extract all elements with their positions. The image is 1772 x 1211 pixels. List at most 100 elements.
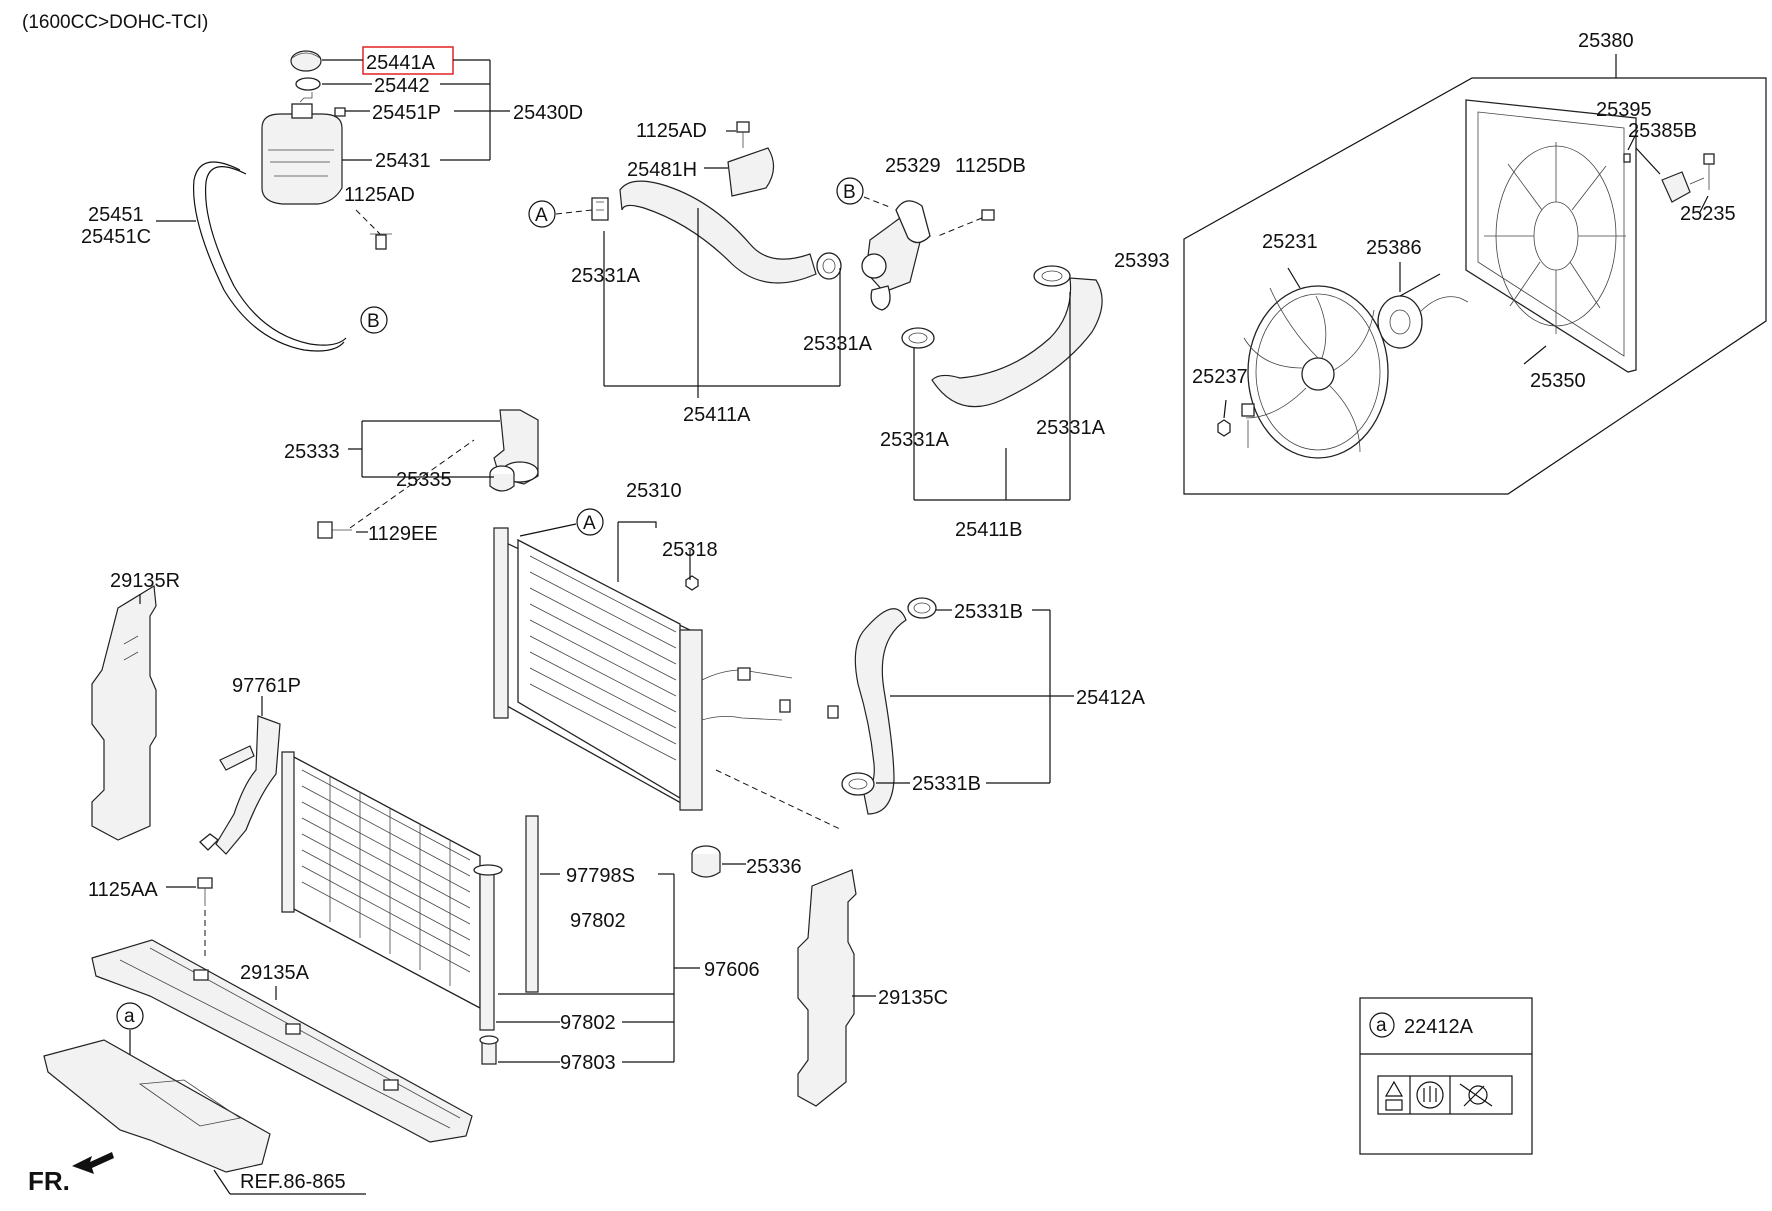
label-97802-lower[interactable]: 97802 <box>560 1012 616 1034</box>
label-25441A[interactable]: 25441A <box>366 52 436 74</box>
label-25336[interactable]: 25336 <box>746 856 802 878</box>
radiator-support-lower-icon <box>91 939 473 1143</box>
svg-text:B: B <box>843 182 856 203</box>
label-legend-box: a 22412A <box>1359 997 1533 1155</box>
label-25411B[interactable]: 25411B <box>955 519 1022 541</box>
condenser-bolt-icon <box>197 877 213 906</box>
warning-label-icon <box>1377 1075 1513 1115</box>
label-25335[interactable]: 25335 <box>396 469 452 491</box>
label-25310[interactable]: 25310 <box>626 480 682 502</box>
label-25442[interactable]: 25442 <box>374 75 430 97</box>
label-25386[interactable]: 25386 <box>1366 237 1422 259</box>
svg-text:a: a <box>1376 1015 1387 1036</box>
fan-shroud-icon <box>1465 99 1637 373</box>
radiator-insulator-icon <box>489 465 515 492</box>
label-25237[interactable]: 25237 <box>1192 366 1248 388</box>
thermostat-housing-icon <box>861 200 931 311</box>
cooling-fan-icon <box>1243 285 1389 459</box>
upper-radiator-hose-icon <box>619 180 817 284</box>
front-direction-arrow-icon <box>72 1152 114 1174</box>
label-97761P[interactable]: 97761P <box>232 675 301 697</box>
callout-B-thermostat: B <box>836 177 864 205</box>
label-25395[interactable]: 25395 <box>1596 99 1652 121</box>
hose-clamp-icon <box>907 597 937 619</box>
label-22412A[interactable]: 22412A <box>1404 1016 1474 1038</box>
callout-B-hose: B <box>360 306 388 334</box>
svg-text:A: A <box>583 513 596 534</box>
label-25451C[interactable]: 25451C <box>81 226 151 248</box>
shroud-bolt-icon <box>1623 153 1631 163</box>
air-guard-right-icon <box>91 584 157 841</box>
radiator-bracket-icon <box>493 409 539 485</box>
label-25385B[interactable]: 25385B <box>1628 120 1697 142</box>
receiver-drier-filter-icon <box>525 815 539 993</box>
upper-hose-fitting-icon <box>591 197 609 221</box>
hose-clamp-icon <box>901 327 935 349</box>
reference-86-865[interactable]: REF.86-865 <box>240 1171 346 1193</box>
engine-spec-header: (1600CC>DOHC-TCI) <box>22 12 208 33</box>
label-25333[interactable]: 25333 <box>284 441 340 463</box>
hose-bracket-icon <box>727 147 775 197</box>
fan-resistor-icon <box>1661 171 1705 203</box>
label-25331B-upper[interactable]: 25331B <box>954 601 1023 623</box>
radiator-icon <box>493 527 839 811</box>
label-25430D[interactable]: 25430D <box>513 102 583 124</box>
label-25331A-upper-right[interactable]: 25331A <box>803 333 873 355</box>
reservoir-bolt-icon <box>370 233 392 250</box>
front-indicator: FR. <box>28 1166 70 1196</box>
label-25350[interactable]: 25350 <box>1530 370 1586 392</box>
label-97606[interactable]: 97606 <box>704 959 760 981</box>
label-25235[interactable]: 25235 <box>1680 203 1736 225</box>
label-1125AD-reservoir[interactable]: 1125AD <box>344 184 415 206</box>
fan-clip-icon <box>1241 403 1255 448</box>
label-25231[interactable]: 25231 <box>1262 231 1318 253</box>
label-25393[interactable]: 25393 <box>1114 250 1170 272</box>
callout-a-guard: a <box>116 1002 144 1030</box>
radiator-lower-insulator-icon <box>691 845 721 878</box>
fan-assembly-frame <box>1183 77 1767 495</box>
label-29135C[interactable]: 29135C <box>878 987 948 1009</box>
label-1125AA[interactable]: 1125AA <box>88 879 158 901</box>
label-25431[interactable]: 25431 <box>375 150 431 172</box>
label-1125AD-hose[interactable]: 1125AD <box>636 120 707 142</box>
label-29135A[interactable]: 29135A <box>240 962 310 984</box>
label-25411A[interactable]: 25411A <box>683 404 751 426</box>
reservoir-tank-icon <box>261 92 343 205</box>
reservoir-cap-icon <box>290 50 322 72</box>
upper-bolt-icon <box>736 121 750 148</box>
label-25329[interactable]: 25329 <box>885 155 941 177</box>
label-25451P[interactable]: 25451P <box>372 102 441 124</box>
label-25331B-lower[interactable]: 25331B <box>912 773 981 795</box>
reservoir-clip-icon <box>334 107 346 117</box>
thermostat-bolt-icon <box>981 209 995 221</box>
hose-clamp-icon <box>816 252 842 280</box>
condenser-icon <box>281 751 503 1031</box>
label-97802-upper[interactable]: 97802 <box>570 910 626 932</box>
lower-radiator-hose-icon <box>931 277 1103 408</box>
radiator-cap-bolt-icon <box>685 575 699 591</box>
condenser-bracket-icon <box>199 715 281 855</box>
label-25451[interactable]: 25451 <box>88 204 144 226</box>
label-25318[interactable]: 25318 <box>662 539 718 561</box>
label-25481H[interactable]: 25481H <box>627 159 697 181</box>
label-97798S[interactable]: 97798S <box>566 865 635 887</box>
svg-text:B: B <box>367 311 380 332</box>
fan-nut-icon <box>1217 419 1231 437</box>
fan-motor-icon <box>1377 295 1469 349</box>
label-25331A-lower-left[interactable]: 25331A <box>880 429 950 451</box>
label-1129EE[interactable]: 1129EE <box>368 523 438 545</box>
drier-plug-icon <box>479 1035 499 1065</box>
hose-clamp-icon <box>841 772 875 796</box>
label-25412A[interactable]: 25412A <box>1076 687 1146 709</box>
lower-hose-icon <box>854 608 907 815</box>
label-25331A-upper-left[interactable]: 25331A <box>571 265 641 287</box>
label-1125DB[interactable]: 1125DB <box>955 155 1026 177</box>
label-25380[interactable]: 25380 <box>1578 30 1634 52</box>
label-97803[interactable]: 97803 <box>560 1052 616 1074</box>
overflow-hose-icon <box>192 161 347 352</box>
callout-A-upper: A <box>528 200 556 228</box>
label-29135R[interactable]: 29135R <box>110 570 180 592</box>
label-25331A-lower-right[interactable]: 25331A <box>1036 417 1106 439</box>
hose-clamp-icon <box>1033 265 1071 287</box>
